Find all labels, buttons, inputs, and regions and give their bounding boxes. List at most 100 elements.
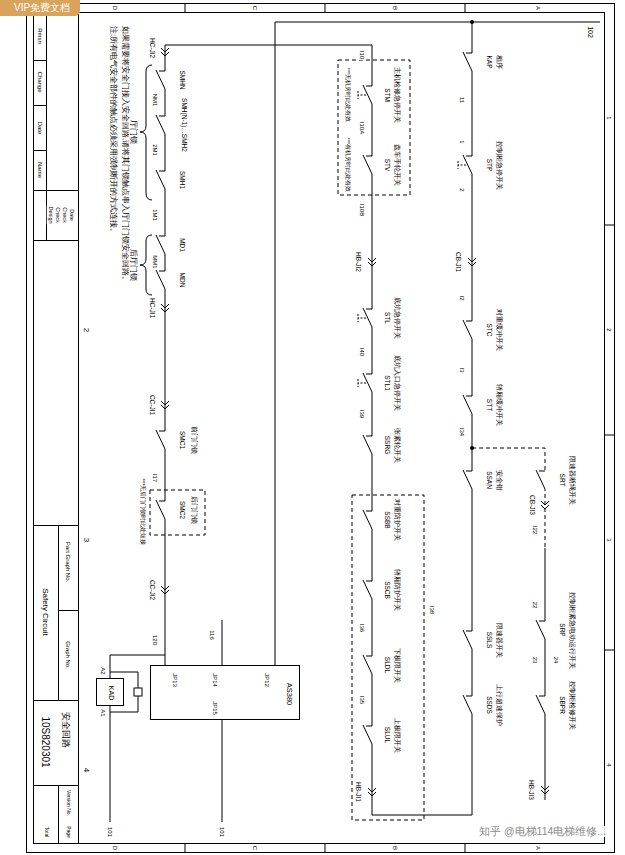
wire-number: I39 xyxy=(359,409,365,419)
dashed-group xyxy=(338,60,410,195)
device-code: SMC2 xyxy=(179,500,186,520)
note: 如果需要将安全门接入安全回路,请将其门锁触点串入厅门门锁安全回路。 xyxy=(121,25,129,285)
grid-ref: 4 xyxy=(82,767,90,773)
drawing-number: 10S820301 xyxy=(40,715,50,768)
device-code: KAP xyxy=(486,54,493,69)
brace xyxy=(140,235,152,295)
nc-contact xyxy=(463,320,474,339)
note: ***有机房时此处有效 xyxy=(344,137,350,193)
grid-ref: 2 xyxy=(606,327,612,332)
device-name: 轿厢防护开关 xyxy=(394,568,401,612)
wire xyxy=(110,620,222,822)
estop-button xyxy=(358,91,366,99)
grid-ref: 3 xyxy=(606,537,612,542)
nc-contact xyxy=(536,470,547,489)
device-name: 控制柜检修开关 xyxy=(569,680,576,731)
device-name: 相序 xyxy=(496,54,503,70)
title-field: Graph No. xyxy=(65,640,71,670)
connector-symbol xyxy=(161,586,169,594)
device-name: 控制柜紧急电动运行开关 xyxy=(569,591,576,670)
connector-symbol xyxy=(161,304,169,312)
device-code: SRT xyxy=(559,473,566,488)
device-code: SSRG xyxy=(384,435,391,455)
device-code: SSBB xyxy=(384,510,391,529)
estop-button xyxy=(358,379,366,387)
device-code: SLDL xyxy=(384,656,391,674)
nc-contact xyxy=(156,70,167,89)
wire-number: 11 xyxy=(459,96,465,104)
nc-contact xyxy=(363,155,374,174)
device-name: 下极限开关 xyxy=(394,647,401,684)
connector-label: HB-JI2 xyxy=(355,251,362,273)
grid-ref: C xyxy=(252,845,258,851)
device-name: 限速器开关 xyxy=(496,622,503,659)
device-code: SMH(N-1)…SMH2 xyxy=(181,97,188,153)
nc-contact xyxy=(156,430,167,449)
grid-ref: D xyxy=(112,845,118,851)
title-field: Change xyxy=(37,70,43,93)
device-code: SSLS xyxy=(486,631,493,650)
pin-label: JP14 xyxy=(212,672,218,688)
device-code: MD1 xyxy=(179,237,186,253)
device-name: 对重防护开关 xyxy=(394,498,401,542)
wire-number: 2M1 xyxy=(152,143,158,157)
watermark-tab: VIP免费文档 xyxy=(0,0,80,16)
connector-symbol xyxy=(541,786,549,794)
device-name: 控制柜急停开关 xyxy=(496,140,503,191)
connector-symbol xyxy=(541,501,549,509)
title-field: Design xyxy=(47,205,53,224)
device-name: 前门门锁 xyxy=(191,425,198,455)
title-field: Date xyxy=(68,208,74,222)
nc-contact xyxy=(156,115,167,134)
note: ***无后门门锁时此处短接 xyxy=(140,477,146,546)
wire-number: I3 xyxy=(459,366,465,373)
wire xyxy=(165,45,166,655)
connector-symbol xyxy=(368,258,376,266)
wire-number: MM1 xyxy=(152,254,158,269)
wire-number: I35 xyxy=(359,695,365,705)
nc-contact xyxy=(463,695,474,714)
wire-number: I34 xyxy=(459,427,465,437)
connector-label: HC-JI1 xyxy=(149,297,156,319)
device-name: 限速器断绳开关 xyxy=(569,455,576,506)
inner-frame xyxy=(34,13,605,844)
junction-dot xyxy=(470,20,474,24)
title-field: Rmsn xyxy=(37,27,43,45)
device-code: SSCB xyxy=(384,580,391,600)
pin-label: JP15 xyxy=(212,700,218,716)
device-code: SSDS xyxy=(486,695,493,715)
wire-number: I17 xyxy=(152,473,158,483)
grid-ref: 3 xyxy=(82,537,90,543)
wire-number: 116 xyxy=(209,629,215,641)
grid-ref: 4 xyxy=(606,762,612,767)
device-name: 后门门锁 xyxy=(191,495,198,525)
wire-number: 1 xyxy=(459,139,465,144)
watermark: 知乎 @电梯114电梯维修... xyxy=(478,826,607,837)
device-code: SLUL xyxy=(384,726,391,744)
connector-label: CB-JI3 xyxy=(529,494,536,516)
grid-tick xyxy=(185,4,615,853)
device-code: STL1 xyxy=(384,374,391,392)
nc-contact xyxy=(156,235,167,254)
connector-symbol xyxy=(161,401,169,409)
grid-ref: A xyxy=(535,845,541,851)
connector-symbol xyxy=(161,48,169,56)
connector-label: CC-JI2 xyxy=(149,579,156,601)
title-field: Total xyxy=(44,826,49,839)
device-name: 盘车手轮开关 xyxy=(394,143,401,187)
pin-label: A1 xyxy=(100,708,106,717)
nc-contact xyxy=(463,52,474,71)
bus-wire xyxy=(275,22,600,23)
connector-symbol xyxy=(468,258,476,266)
relay-name: KAD xyxy=(108,685,115,701)
estop-button xyxy=(458,161,466,169)
wire xyxy=(545,548,546,800)
drawing-title: Safety Circuit xyxy=(41,587,49,637)
wire-number: I40 xyxy=(359,347,365,357)
wire-number: 102 xyxy=(587,25,594,39)
device-code: STM xyxy=(384,87,391,103)
junction-dot xyxy=(470,446,474,450)
brace xyxy=(140,65,152,200)
connector-label: HB-JI3 xyxy=(528,779,535,801)
